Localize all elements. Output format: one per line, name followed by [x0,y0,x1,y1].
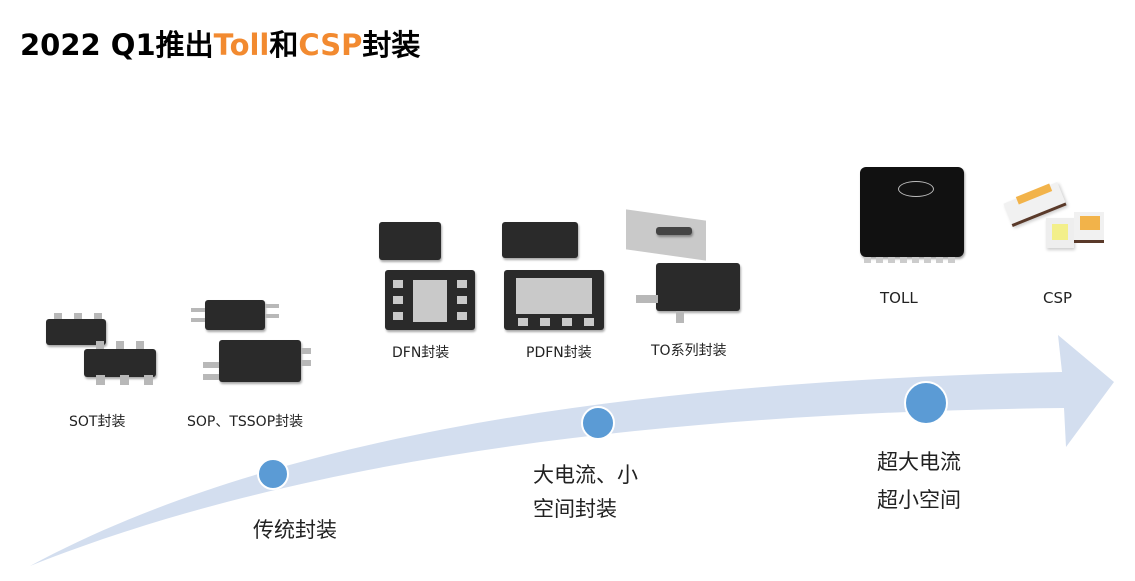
pdfn-package-image [498,218,613,338]
stage-label-traditional: 传统封装 [253,518,337,542]
package-label-to: TO系列封装 [651,343,727,359]
dfn-package-image [375,218,480,338]
package-label-sop: SOP、TSSOP封装 [187,414,304,430]
sot-package-image [40,305,165,390]
sop-package-image [185,292,315,397]
milestone-dot-1 [257,458,289,490]
milestone-dot-2 [581,406,615,440]
milestone-dot-3 [904,381,948,425]
package-label-dfn: DFN封装 [392,345,450,361]
stage-label-ultra: 超大电流超小空间 [877,450,961,512]
arrow-body [30,335,1114,566]
csp-package-image [1000,170,1110,255]
package-label-csp: CSP [1043,289,1073,307]
package-label-sot: SOT封装 [69,414,126,430]
stage-label-high-current: 大电流、小空间封装 [533,463,638,521]
package-label-pdfn: PDFN封装 [526,345,592,361]
slide-title: 2022 Q1推出Toll和CSP封装 [20,28,421,62]
to-package-image [622,205,752,330]
toll-package-image [850,157,970,272]
package-label-toll: TOLL [880,289,918,307]
